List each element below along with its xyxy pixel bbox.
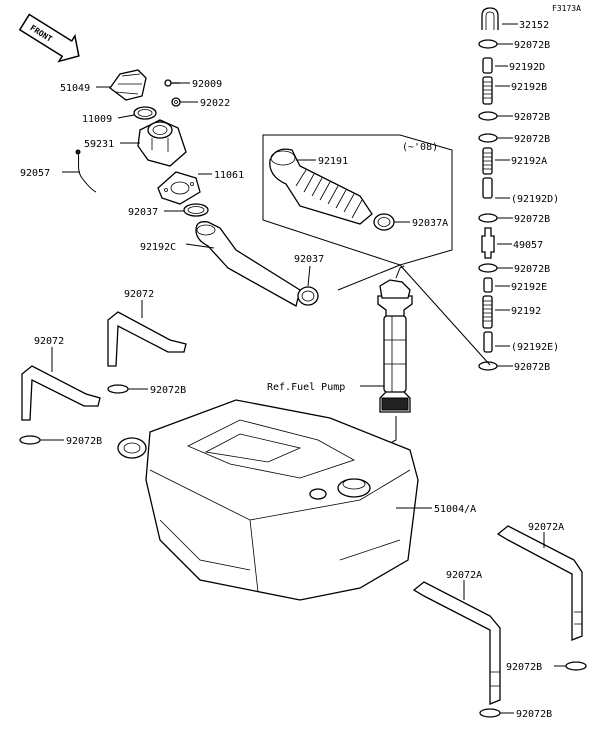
bent-hose-icon	[481, 7, 499, 30]
vent-hose-parts: 32152 92072B 92192D 92192B 92072B 92072B…	[478, 7, 559, 373]
leader-line	[117, 114, 135, 119]
tank-strap-icon	[412, 581, 501, 705]
part-label: (92192D)	[511, 194, 559, 205]
hose-segment-icon	[482, 76, 493, 105]
part-label: 92057	[20, 168, 50, 179]
washer-icon	[171, 97, 181, 107]
part-label: 92072B	[66, 436, 102, 447]
filler-cap-icon	[109, 69, 147, 101]
part-label: 92072B	[514, 264, 550, 275]
inset-note: (~'08)	[402, 142, 438, 153]
part-label: 92037	[128, 207, 158, 218]
flange-gasket-icon	[157, 171, 201, 205]
clip-icon	[107, 384, 129, 394]
tank-strap-icon	[107, 311, 187, 367]
leader-line	[337, 264, 491, 366]
part-label: (92192E)	[511, 342, 559, 353]
part-label: 92191	[318, 156, 348, 167]
part-label: 92192C	[140, 242, 176, 253]
part-label: 92192A	[511, 156, 547, 167]
part-label: 92072B	[506, 662, 542, 673]
part-label: 59231	[84, 139, 114, 150]
part-label: 51004/A	[434, 504, 476, 515]
part-label: 92072	[34, 336, 64, 347]
part-label: 92037	[294, 254, 324, 265]
gasket-icon	[133, 106, 157, 120]
tank-strap-icon	[496, 525, 583, 641]
clip-icon	[565, 661, 587, 671]
part-label: 92072	[124, 289, 154, 300]
part-label: 92192	[511, 306, 541, 317]
cord-icon	[77, 151, 97, 193]
clip-icon	[478, 39, 498, 49]
part-label: 92072A	[528, 522, 564, 533]
right-straps: 92072A 92072A 92072B 92072B	[412, 522, 587, 720]
tank-strap-icon	[21, 365, 101, 421]
fitting-icon	[481, 227, 495, 259]
fuel-tank-body-icon	[145, 399, 419, 601]
hose-clamp-icon	[373, 213, 395, 231]
clip-icon	[478, 111, 498, 121]
fuel-pump-reference: Ref.Fuel Pump	[267, 265, 413, 463]
hose-segment-icon	[482, 295, 493, 329]
clip-icon	[478, 263, 498, 273]
part-label: 92072B	[150, 385, 186, 396]
part-label: 92022	[200, 98, 230, 109]
part-label: 92192D	[509, 62, 545, 73]
clip-icon	[479, 708, 501, 718]
part-label: 92072B	[514, 112, 550, 123]
inset-box: (~'08) 92191 92037A	[262, 134, 491, 366]
part-label: 32152	[519, 20, 549, 31]
fuel-tank: 51004/A	[117, 399, 476, 601]
front-arrow-icon: FRONT	[18, 13, 80, 63]
part-label: 11009	[82, 114, 112, 125]
hose-segment-icon	[482, 177, 493, 199]
hose-segment-icon	[483, 277, 493, 293]
part-label: 92072B	[516, 709, 552, 720]
part-label: 92037A	[412, 218, 448, 229]
clip-icon	[478, 213, 498, 223]
part-label: 92192E	[511, 282, 547, 293]
part-label: 49057	[513, 240, 543, 251]
part-label: 92192B	[511, 82, 547, 93]
clip-icon	[19, 435, 41, 445]
leader-line	[185, 243, 215, 249]
part-label: 92072B	[514, 214, 550, 225]
part-label: 51049	[60, 83, 90, 94]
ref-label: Ref.Fuel Pump	[267, 382, 345, 393]
part-label: 92009	[192, 79, 222, 90]
corrugated-hose-icon	[269, 148, 373, 225]
clip-icon	[478, 133, 498, 143]
figure-code: F3173A	[552, 4, 581, 13]
part-label: 11061	[214, 170, 244, 181]
left-straps: 92072 92072 92072B 92072B	[19, 289, 187, 447]
leader-line	[307, 265, 311, 287]
part-label: 92072B	[514, 362, 550, 373]
hose-clamp-icon	[297, 286, 319, 306]
part-label: 92072B	[514, 40, 550, 51]
filler-neck-parts: 51049 92009 92022 11009 59231 92057	[20, 69, 324, 307]
part-label: 92072A	[446, 570, 482, 581]
hose-segment-icon	[482, 57, 493, 74]
hose-segment-icon	[483, 331, 493, 353]
part-label: 92072B	[514, 134, 550, 145]
hose-clamp-icon	[183, 203, 209, 217]
